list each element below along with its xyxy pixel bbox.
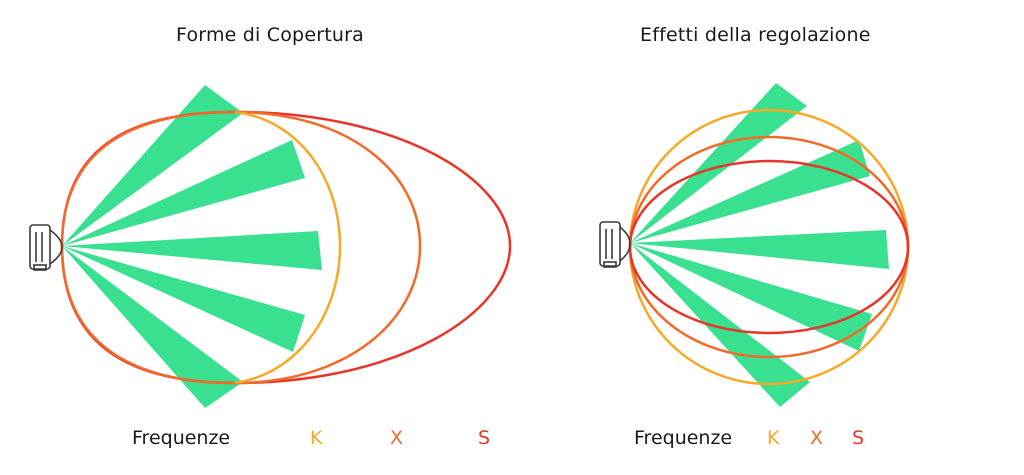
coverage-curve-x <box>60 110 422 385</box>
detection-beam <box>630 230 889 269</box>
detection-beam <box>630 243 872 351</box>
adjustment-effects-panel: Effetti della regolazione Frequenze K X … <box>560 0 1024 475</box>
detection-beam <box>630 243 810 407</box>
detection-beam <box>62 246 243 408</box>
adjustment-diagram <box>599 83 910 407</box>
coverage-diagram <box>29 85 512 408</box>
legend-key-s: S <box>852 427 865 449</box>
panel-title: Forme di Copertura <box>176 24 364 46</box>
motion-sensor-icon <box>599 221 631 268</box>
coverage-curve-k <box>234 110 342 385</box>
detection-beams <box>62 85 322 408</box>
detection-beam <box>630 83 807 243</box>
legend-key-s: S <box>478 427 491 449</box>
motion-sensor-icon <box>29 224 63 271</box>
legend-key-x: X <box>810 427 824 449</box>
legend-label: Frequenze <box>634 427 733 449</box>
detection-beam <box>62 85 243 246</box>
legend-label: Frequenze <box>132 427 231 449</box>
detection-beam <box>62 140 305 246</box>
legend-key-x: X <box>390 427 404 449</box>
legend-key-k: K <box>767 427 780 449</box>
legend-key-k: K <box>310 427 323 449</box>
coverage-shapes-panel: Forme di Copertura Frequenze K X S <box>29 24 512 449</box>
detection-beam <box>62 231 322 270</box>
detection-beam <box>62 246 305 352</box>
panel-title: Effetti della regolazione <box>640 24 871 46</box>
